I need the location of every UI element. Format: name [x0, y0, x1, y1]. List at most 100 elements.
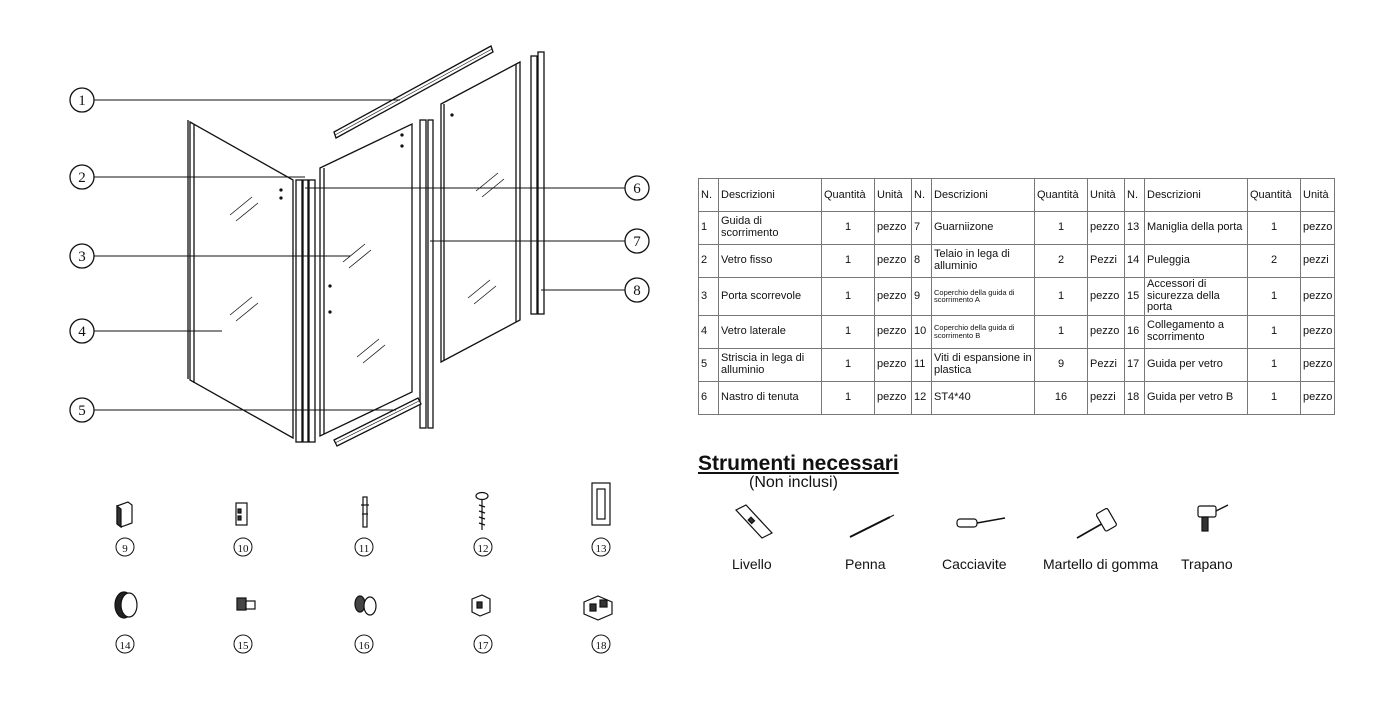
part-icon-9 — [116, 501, 133, 529]
part-num-13: 13 — [596, 543, 608, 555]
pen-icon — [849, 514, 895, 538]
cell-quantity: 1 — [1247, 380, 1301, 415]
cell-quantity: 1 — [1247, 211, 1301, 245]
exploded-diagram: 1 2 3 4 5 6 7 8 — [69, 45, 650, 654]
cell-description: Puleggia — [1144, 244, 1248, 278]
cell-quantity: 2 — [1034, 244, 1088, 278]
table-row: 6 Nastro di tenuta 1 pezzo 12 ST4*40 16 … — [698, 380, 1335, 415]
part-icon-18 — [583, 595, 613, 621]
cell-quantity: 1 — [1247, 314, 1301, 349]
part-num-17: 17 — [478, 640, 490, 652]
part-icon-12 — [475, 491, 489, 530]
tool-label-level: Livello — [732, 556, 772, 572]
cell-description: Nastro di tenuta — [718, 380, 822, 415]
part-icon-16 — [354, 595, 377, 616]
tool-label-drill: Trapano — [1181, 556, 1233, 572]
side-glass-panel — [187, 120, 294, 440]
header-unit: Unità — [1300, 178, 1335, 212]
cell-quantity: 1 — [821, 380, 875, 415]
sliding-rail-top — [333, 45, 494, 139]
level-icon — [735, 504, 773, 539]
callout-label-3: 3 — [78, 249, 86, 265]
part-icon-10 — [235, 502, 248, 526]
cell-unit: pezzo — [1300, 277, 1335, 316]
aluminium-frame — [530, 51, 545, 315]
parts-table: N. Descrizioni Quantità Unità N. Descriz… — [698, 178, 1335, 415]
cell-unit: pezzo — [1300, 347, 1335, 382]
cell-quantity: 1 — [821, 314, 875, 349]
cell-unit: pezzo — [1087, 211, 1125, 245]
cell-unit: pezzo — [874, 211, 912, 245]
cell-quantity: 1 — [1247, 347, 1301, 382]
cell-unit: pezzo — [1087, 314, 1125, 349]
cell-unit: pezzi — [1300, 244, 1335, 278]
callout-label-7: 7 — [633, 234, 641, 250]
cell-description: Maniglia della porta — [1144, 211, 1248, 245]
part-icon-13 — [591, 482, 611, 526]
sliding-door-panel — [319, 122, 413, 438]
cell-description: Collegamento a scorrimento — [1144, 314, 1248, 349]
rubber-mallet-icon — [1076, 507, 1117, 539]
gasket — [419, 119, 434, 429]
cell-quantity: 1 — [821, 244, 875, 278]
tool-label-rubber-mallet: Martello di gomma — [1043, 556, 1159, 572]
cell-number: 18 — [1124, 380, 1145, 415]
callout-label-2: 2 — [78, 170, 86, 186]
header-unit: Unità — [874, 178, 912, 212]
cell-unit: Pezzi — [1087, 347, 1125, 382]
part-num-15: 15 — [238, 640, 250, 652]
cell-quantity: 1 — [1034, 314, 1088, 349]
part-num-12: 12 — [478, 543, 489, 555]
cell-description: Guida per vetro — [1144, 347, 1248, 382]
table-row: 5 Striscia in lega di alluminio 1 pezzo … — [698, 347, 1335, 382]
callout-label-1: 1 — [78, 93, 86, 109]
cell-description: Vetro laterale — [718, 314, 822, 349]
tool-label-screwdriver: Cacciavite — [942, 556, 1007, 572]
part-icon-17 — [471, 594, 491, 617]
cell-quantity: 1 — [1034, 277, 1088, 316]
tools-subtitle: (Non inclusi) — [749, 474, 838, 491]
callout-3 — [69, 243, 95, 269]
callout-label-8: 8 — [633, 283, 641, 299]
cell-description: Porta scorrevole — [718, 277, 822, 316]
cell-unit: pezzo — [874, 244, 912, 278]
cell-unit: pezzo — [1300, 380, 1335, 415]
cell-description: Coperchio della guida di scorrimento A — [931, 277, 1035, 316]
cell-description: Coperchio della guida di scorrimento B — [931, 314, 1035, 349]
table-row: 2 Vetro fisso 1 pezzo 8 Telaio in lega d… — [698, 244, 1335, 278]
table-header-row: N. Descrizioni Quantità Unità N. Descriz… — [698, 178, 1335, 212]
tools-heading: Strumenti necessari — [698, 452, 899, 475]
part-num-18: 18 — [596, 640, 608, 652]
drill-icon — [1197, 504, 1229, 532]
cell-quantity: 1 — [1034, 211, 1088, 245]
part-num-14: 14 — [120, 640, 132, 652]
header-quantity: Quantità — [1247, 178, 1301, 212]
part-icon-14 — [114, 591, 138, 619]
callout-6 — [624, 175, 650, 201]
callout-label-6: 6 — [633, 181, 641, 197]
tool-label-pen: Penna — [845, 556, 886, 572]
table-row: 3 Porta scorrevole 1 pezzo 9 Coperchio d… — [698, 277, 1335, 316]
cell-unit: pezzo — [1300, 314, 1335, 349]
part-num-11: 11 — [359, 543, 370, 555]
callout-8 — [624, 277, 650, 303]
cell-description: ST4*40 — [931, 380, 1035, 415]
cell-description: Guida per vetro B — [1144, 380, 1248, 415]
fixed-glass-panel — [440, 60, 521, 364]
cell-description: Striscia in lega di alluminio — [718, 347, 822, 382]
table-row: 4 Vetro laterale 1 pezzo 10 Coperchio de… — [698, 314, 1335, 349]
cell-description: Guida di scorrimento — [718, 211, 822, 245]
aluminium-strip-bottom — [333, 397, 422, 447]
callout-5 — [69, 397, 95, 423]
part-icon-15 — [236, 597, 256, 611]
header-description: Descrizioni — [931, 178, 1035, 212]
part-num-9: 9 — [122, 543, 128, 555]
cell-quantity: 1 — [1247, 277, 1301, 316]
corner-profile — [295, 179, 316, 443]
screwdriver-icon — [956, 517, 1006, 528]
callout-4 — [69, 318, 95, 344]
cell-unit: Pezzi — [1087, 244, 1125, 278]
cell-quantity: 9 — [1034, 347, 1088, 382]
part-icon-11 — [361, 496, 369, 528]
